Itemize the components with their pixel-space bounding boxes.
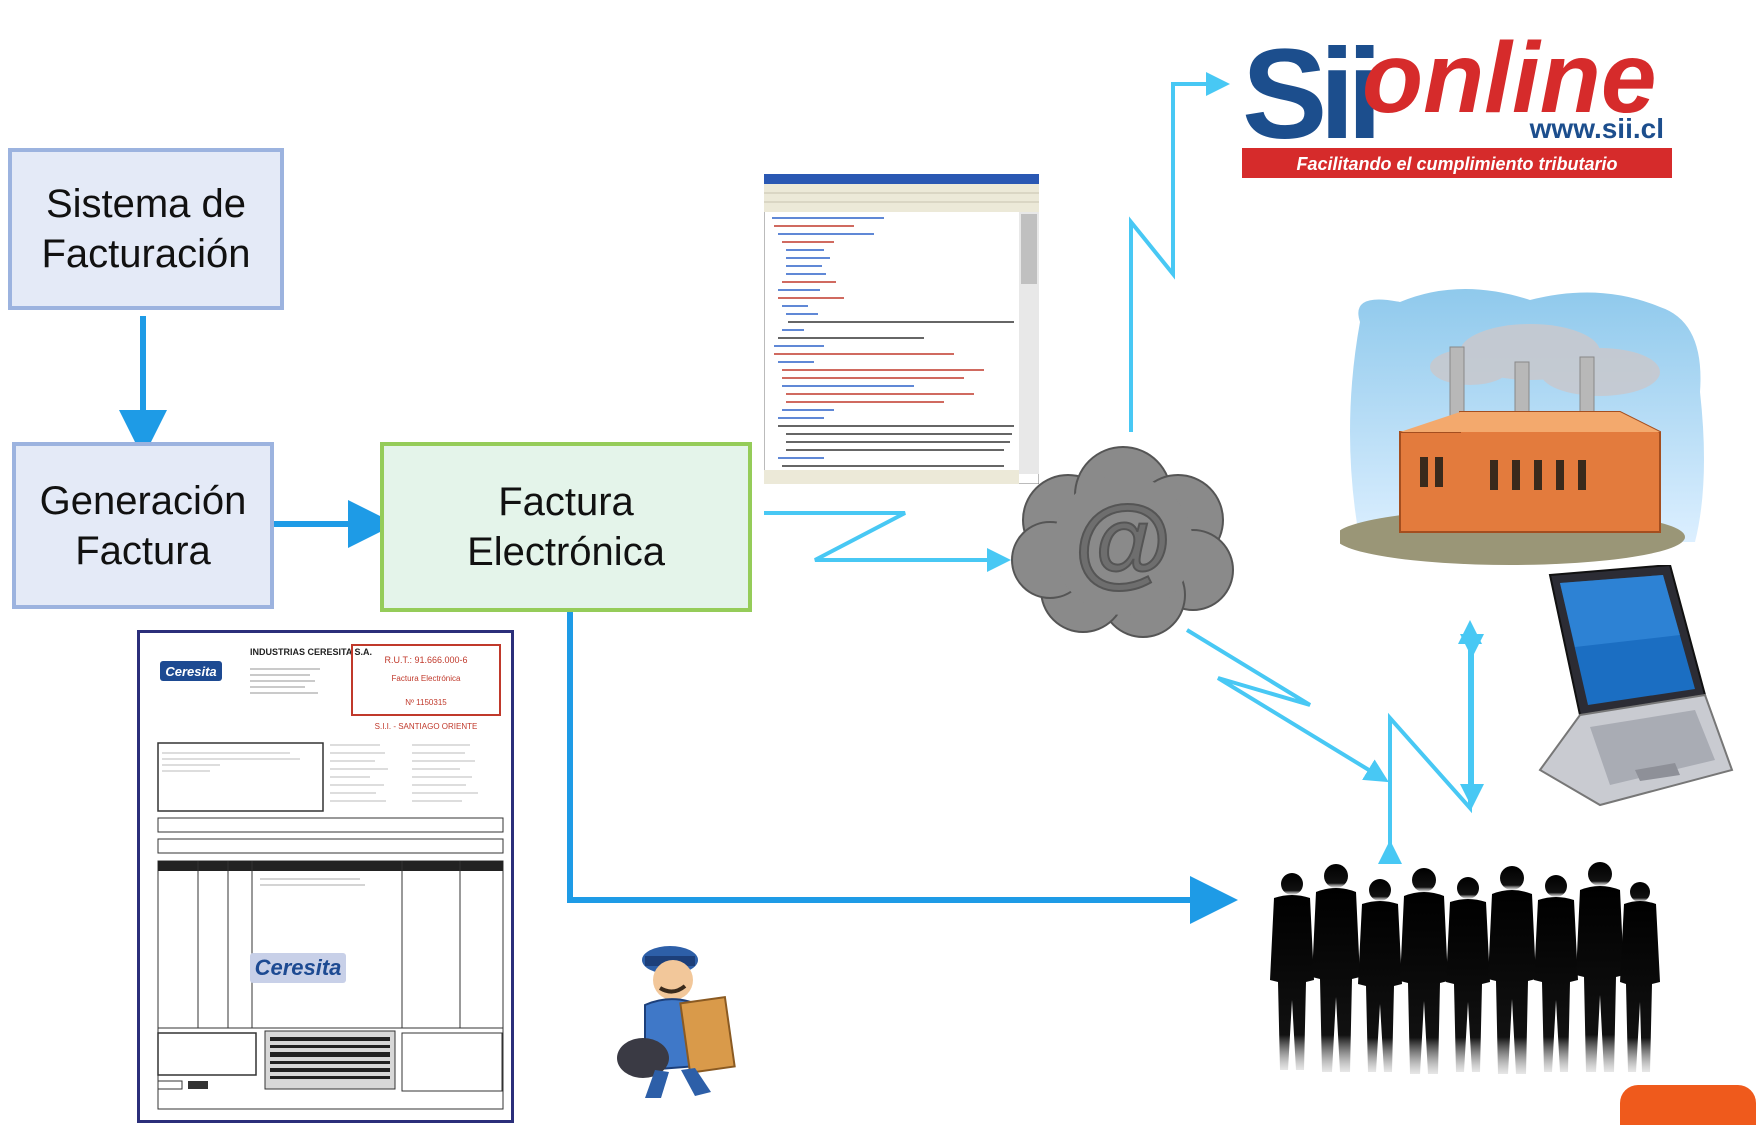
invoice-generation-box: Generación Factura [12, 442, 274, 609]
mail-carrier-icon [617, 946, 736, 1098]
sii-logo-url: www.sii.cl [1529, 113, 1664, 144]
laptop-icon [1538, 565, 1734, 807]
invoice-doc-type: Factura Electrónica [392, 674, 461, 683]
invoice-rut: R.U.T.: 91.666.000-6 [384, 655, 467, 665]
xml-window-icon [764, 174, 1039, 484]
corner-tab [1620, 1085, 1756, 1125]
factory-icon [1340, 288, 1704, 565]
zigzag-invoice-to-cloud [764, 511, 1011, 572]
zigzag-cloud-to-sii [1129, 72, 1230, 432]
invoice-document-icon: Ceresita INDUSTRIAS CERESITA S.A. R.U.T.… [137, 630, 514, 1123]
electronic-invoice-label: Factura Electrónica [467, 480, 665, 574]
arrow-invoice-to-recipients [567, 609, 1238, 924]
cloud-at-symbol: @ [1074, 485, 1172, 597]
invoice-brand-watermark: Ceresita [255, 955, 342, 980]
sii-online-logo: Sii online www.sii.cl Facilitando el cum… [1242, 8, 1672, 178]
billing-system-label: Sistema de Facturación [41, 182, 251, 276]
invoice-office: S.I.I. - SANTIAGO ORIENTE [375, 722, 478, 731]
people-silhouette-icon [1270, 862, 1660, 1074]
cloud-at-icon: @ [1011, 446, 1234, 638]
sii-logo-script: online [1362, 22, 1656, 134]
billing-system-box: Sistema de Facturación [8, 148, 284, 310]
sii-logo-name: Sii [1242, 23, 1375, 166]
electronic-invoice-box: Factura Electrónica [380, 442, 752, 612]
invoice-brand-small: Ceresita [165, 664, 216, 679]
invoice-company: INDUSTRIAS CERESITA S.A. [250, 647, 372, 657]
invoice-generation-label: Generación Factura [39, 478, 247, 573]
zigzag-recipients-to-factory [1378, 620, 1482, 864]
zigzag-cloud-to-recipients [1185, 628, 1389, 783]
sii-logo-tagline: Facilitando el cumplimiento tributario [1296, 154, 1617, 174]
invoice-number: Nº 1150315 [405, 698, 447, 707]
